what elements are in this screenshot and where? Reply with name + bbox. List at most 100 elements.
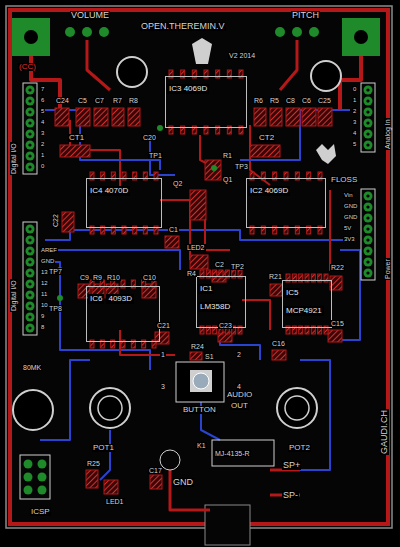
silkscreen-label: 2 (352, 108, 357, 114)
silkscreen-label: CT1 (68, 134, 85, 142)
silkscreen-label: 3 (40, 130, 45, 136)
header-pad (364, 119, 373, 128)
silkscreen-label: 0 (352, 86, 357, 92)
silkscreen-label: 1 (160, 351, 166, 358)
smd-pad (254, 108, 266, 126)
pad (292, 27, 302, 37)
header-pad (26, 152, 35, 161)
silkscreen-label: C24 (55, 97, 70, 104)
header-outline (361, 83, 375, 152)
theremin-player-logo (192, 38, 212, 64)
silkscreen-label: C16 (271, 340, 286, 347)
header-pad (26, 225, 35, 234)
mounting-hole (13, 390, 53, 430)
part-name: IC3 4069D (167, 84, 209, 94)
silkscreen-label: 13 (40, 269, 49, 275)
silkscreen-label: C7 (94, 97, 105, 104)
header-pad (26, 130, 35, 139)
silkscreen-label: AUDIO (226, 391, 253, 399)
header-pad (364, 269, 373, 278)
silkscreen-label: ICSP (30, 508, 51, 516)
silkscreen-label: Analog In (384, 118, 391, 150)
smd-pad (190, 352, 202, 360)
pad (309, 27, 319, 37)
silkscreen-label: C5 (77, 97, 88, 104)
header-outline (23, 222, 37, 335)
smd-pad (302, 108, 316, 126)
ic-package: IC1LM358D (196, 276, 246, 328)
silkscreen-label: S1 (204, 353, 215, 360)
silkscreen-label: Digital I/O (10, 142, 17, 175)
silkscreen-label: 4 (40, 119, 45, 125)
silkscreen-label: 3 (160, 383, 166, 390)
jack-silkscreen (212, 440, 274, 466)
silkscreen-label: 3V3 (343, 236, 356, 242)
silkscreen-label: C15 (330, 320, 345, 327)
silkscreen-label: C17 (148, 467, 163, 474)
header-pad (26, 97, 35, 106)
silkscreen-label: C6 (301, 97, 312, 104)
header-pad (364, 108, 373, 117)
silkscreen-label: R10 (106, 274, 121, 281)
smd-pad (76, 108, 90, 126)
part-value: 4093D (106, 294, 134, 304)
mounting-hole (311, 61, 341, 91)
header-pad (26, 302, 35, 311)
header-pad (26, 280, 35, 289)
board-outline (6, 6, 392, 528)
silkscreen-label: TP2 (230, 263, 245, 270)
silkscreen-label: R21 (268, 273, 283, 280)
silkscreen-label: BUTTON (182, 406, 217, 414)
silkscreen-label: 5 (40, 108, 45, 114)
silkscreen-label: SP+ (282, 461, 301, 470)
silkscreen-label: LED1 (105, 498, 125, 505)
potentiometer (277, 388, 317, 428)
silkscreen-label: FLOSS (330, 176, 358, 184)
silkscreen-label: V2 2014 (228, 52, 256, 59)
smd-pad (62, 212, 74, 232)
silkscreen-label: 6 (40, 97, 45, 103)
silkscreen-label: C8 (285, 97, 296, 104)
header-outline (23, 83, 37, 174)
silkscreen-label: CT2 (258, 134, 275, 142)
smd-pad (270, 284, 282, 296)
silkscreen-label: 5 (352, 141, 357, 147)
header-pad (26, 108, 35, 117)
silkscreen-label: 1 (352, 97, 357, 103)
header-pad (364, 97, 373, 106)
silkscreen-label: 80MK (22, 364, 42, 371)
header-pad (364, 86, 373, 95)
silkscreen-label: TP7 (48, 268, 63, 275)
header-pad (364, 258, 373, 267)
ic-package: IC64093D (86, 286, 160, 342)
silkscreen-label: C10 (142, 274, 157, 281)
ic-package: IC4 4070D (86, 178, 162, 228)
silkscreen-label: POT2 (288, 444, 311, 452)
smd-pad (112, 108, 124, 126)
silkscreen-label: Q1 (222, 176, 233, 183)
smd-pad (318, 108, 332, 126)
pad (82, 27, 92, 37)
board-title: OPEN.THEREMIN.V (140, 22, 226, 31)
icsp-pad (24, 473, 33, 482)
silkscreen-label: 0 (40, 163, 45, 169)
silkscreen-label: GAUDI.CH (380, 409, 389, 455)
silkscreen-label: Power (384, 258, 391, 280)
silkscreen-label: K1 (196, 442, 207, 449)
header-pad (26, 236, 35, 245)
silkscreen-label: POT1 (92, 444, 115, 452)
smd-pad (328, 330, 342, 342)
silkscreen-label: OUT (230, 402, 249, 410)
header-pad (364, 225, 373, 234)
silkscreen-label: R1 (222, 152, 233, 159)
silkscreen-label: VOLUME (70, 11, 110, 20)
part-name: IC4 4070D (88, 186, 130, 196)
silkscreen-label: MJ-4135-R (214, 450, 251, 457)
silkscreen-label: 4 (236, 383, 242, 390)
silkscreen-label: (CC) (18, 63, 37, 71)
copper-trace (242, 300, 270, 330)
header-pad (364, 236, 373, 245)
copper-trace (170, 470, 210, 510)
potentiometer (90, 388, 130, 428)
silkscreen-label: 12 (40, 280, 49, 286)
